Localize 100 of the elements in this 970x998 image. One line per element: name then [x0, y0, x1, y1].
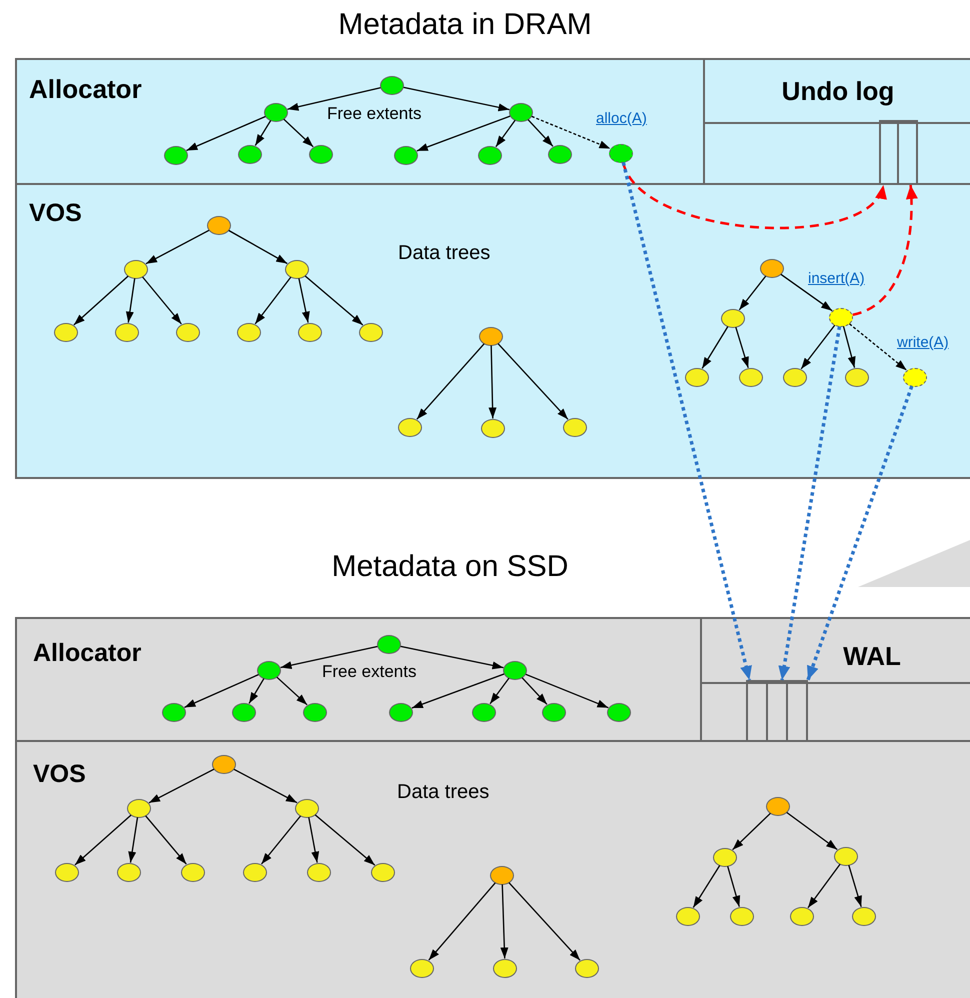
tree-node [730, 906, 754, 926]
panel-title: VOS [33, 760, 86, 789]
tree-node [285, 260, 309, 278]
tree-node [295, 798, 319, 818]
tree-node [903, 368, 927, 386]
arrow [184, 674, 259, 708]
panel [15, 617, 702, 742]
arrow [498, 343, 568, 420]
tree-node [790, 906, 814, 926]
tree-node [232, 702, 256, 722]
tree-node [852, 906, 876, 926]
arrow [412, 673, 504, 709]
tree-caption: Data trees [397, 781, 490, 804]
tree-node [164, 146, 188, 164]
panel [15, 183, 970, 479]
tree-node [542, 702, 566, 722]
tree-node [257, 660, 281, 680]
arrow [276, 676, 308, 706]
tree-node [783, 368, 807, 386]
tree-node [713, 848, 737, 866]
arrow [400, 646, 504, 670]
arrow [732, 812, 771, 850]
panel [15, 58, 705, 185]
tree-node [371, 862, 395, 882]
arrow [261, 816, 301, 864]
tree-node [472, 702, 496, 722]
arrow [807, 864, 841, 908]
arrow [304, 276, 364, 326]
tree-node [575, 958, 599, 978]
arrow [234, 768, 298, 804]
arrow [727, 866, 740, 907]
tree-node [503, 660, 527, 680]
callout-wedge [858, 540, 970, 587]
panel [703, 58, 970, 185]
arrow [735, 327, 749, 368]
arrow [490, 678, 510, 704]
arrow [287, 87, 381, 111]
arrow [800, 324, 836, 370]
arrow [428, 882, 496, 961]
tree-node [490, 866, 514, 884]
panel-title: Undo log [780, 76, 896, 107]
tree-node [380, 76, 404, 94]
panel [15, 740, 970, 998]
tree-caption: Free extents [327, 104, 422, 124]
arrow [528, 119, 554, 147]
tree-node [237, 322, 261, 342]
dashed-arrow [806, 386, 914, 681]
dashed-arrow [622, 162, 752, 680]
dashed-arrow [531, 116, 611, 150]
arrow [283, 118, 314, 148]
tree-node [760, 258, 784, 278]
arrow [403, 86, 510, 112]
tree-node [398, 418, 422, 436]
tree-node [303, 702, 327, 722]
arrow [495, 120, 516, 148]
arrow [146, 230, 210, 264]
tree-node [309, 144, 333, 164]
tree-node [481, 418, 505, 438]
tree-node [548, 144, 572, 164]
panel-title: VOS [29, 199, 82, 228]
tree-node [721, 308, 745, 328]
tree-node [117, 862, 141, 882]
tree-node [607, 702, 631, 722]
tree-node [124, 260, 148, 278]
arrow [314, 814, 376, 866]
tree-caption: Free extents [322, 662, 416, 682]
tree-node [563, 418, 587, 436]
arrow [145, 815, 187, 865]
link-label: write(A) [897, 334, 949, 351]
arrow [73, 276, 129, 326]
tree-node [207, 216, 231, 234]
arrow [308, 817, 320, 863]
panel-title: Allocator [33, 639, 142, 668]
tree-node [238, 144, 262, 164]
tree-node [307, 862, 331, 882]
tree-node [127, 798, 151, 818]
tree-node [181, 862, 205, 882]
arrow [786, 812, 838, 850]
tree-node [739, 368, 763, 386]
link-label: alloc(A) [596, 110, 647, 127]
tree-node [834, 846, 858, 866]
arrow [142, 276, 182, 324]
arrow [280, 646, 378, 670]
arrow [842, 326, 856, 368]
tree-node [493, 958, 517, 978]
tree-node [176, 322, 200, 342]
tree-node [766, 796, 790, 816]
arrow [254, 276, 292, 324]
tree-node [55, 862, 79, 882]
tree-node [377, 634, 401, 654]
arrow [228, 230, 288, 264]
tree-node [54, 322, 78, 342]
section-heading: Metadata in DRAM [337, 8, 593, 42]
tree-node [410, 958, 434, 978]
arrow [500, 884, 508, 959]
tree-node [359, 322, 383, 342]
tree-node [389, 702, 413, 722]
panel-title: Allocator [29, 74, 142, 105]
arrow [148, 768, 214, 804]
tree-node [478, 146, 502, 164]
